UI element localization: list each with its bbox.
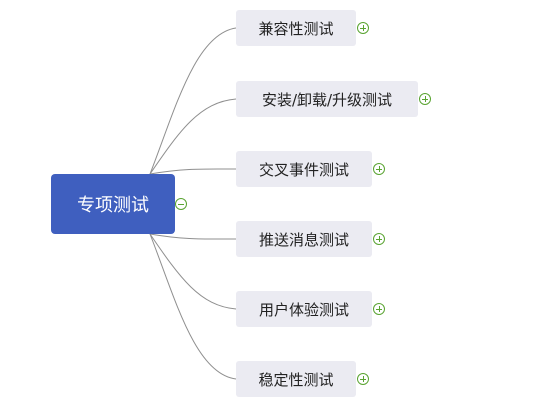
subtopic-stability[interactable]: 稳定性测试 — [236, 361, 356, 397]
root-topic-label: 专项测试 — [77, 195, 149, 216]
subtopic-label: 推送消息测试 — [258, 230, 349, 249]
expand-plus-icon[interactable] — [373, 163, 385, 175]
connector-line — [149, 168, 237, 175]
subtopic-label: 安装/卸载/升级测试 — [261, 90, 393, 109]
subtopic-cross-event[interactable]: 交叉事件测试 — [236, 151, 372, 187]
connector-line — [149, 233, 237, 240]
subtopic-label: 用户体验测试 — [258, 300, 349, 319]
expand-plus-icon[interactable] — [419, 93, 431, 105]
root-topic[interactable]: 专项测试 — [51, 174, 175, 234]
connector-line — [149, 98, 237, 175]
expand-plus-icon[interactable] — [373, 303, 385, 315]
connector-line — [149, 27, 237, 175]
collapse-minus-icon[interactable] — [175, 198, 187, 210]
expand-plus-icon[interactable] — [357, 373, 369, 385]
expand-plus-icon[interactable] — [373, 233, 385, 245]
subtopic-label: 交叉事件测试 — [258, 160, 349, 179]
subtopic-install-uninstall-upgrade[interactable]: 安装/卸载/升级测试 — [236, 81, 418, 117]
expand-plus-icon[interactable] — [357, 22, 369, 34]
connector-line — [149, 233, 237, 380]
connector-line — [149, 233, 237, 310]
subtopic-push-message[interactable]: 推送消息测试 — [236, 221, 372, 257]
subtopic-compatibility[interactable]: 兼容性测试 — [236, 10, 356, 46]
subtopic-label: 兼容性测试 — [258, 19, 334, 38]
subtopic-user-experience[interactable]: 用户体验测试 — [236, 291, 372, 327]
subtopic-label: 稳定性测试 — [258, 370, 334, 389]
